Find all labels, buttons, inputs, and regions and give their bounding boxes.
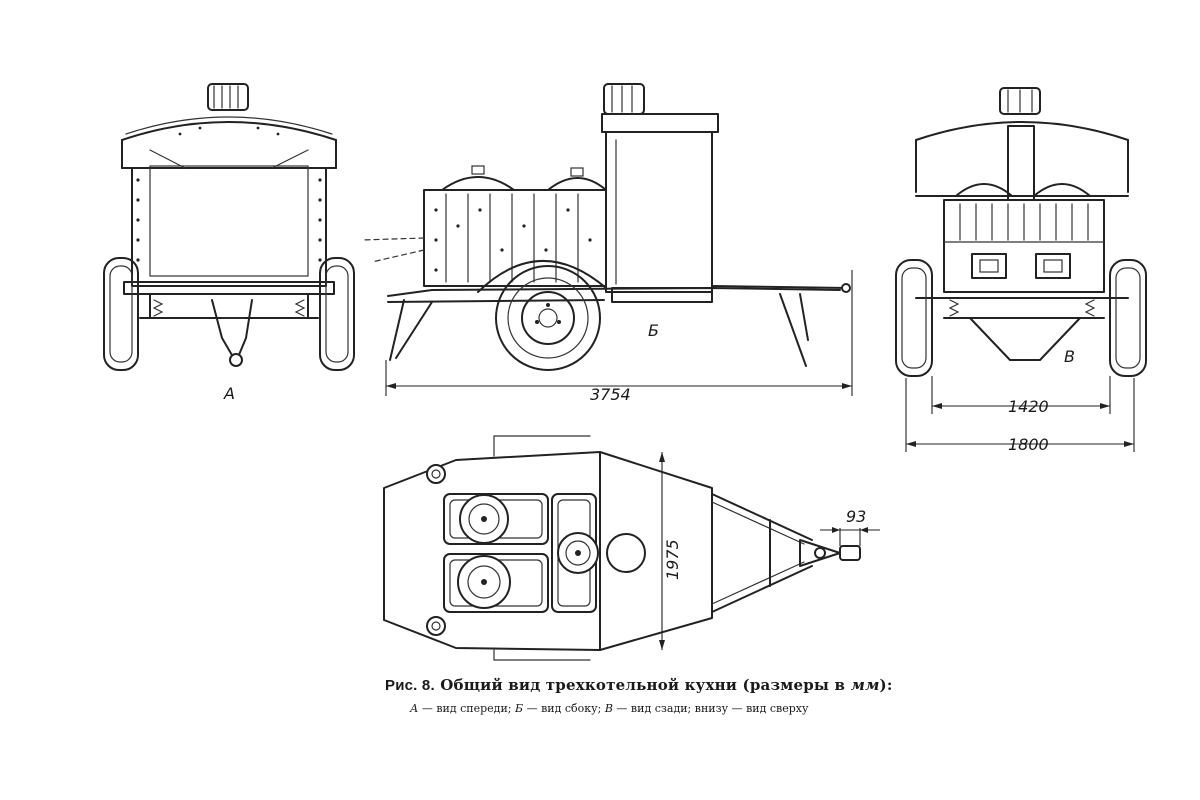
caption-title-text: Общий вид трехкотельной кухни (размеры в [440,676,846,694]
caption-title: Рис. 8. Общий вид трехкотельной кухни (р… [385,676,905,694]
overall-length-label: 3754 [590,385,631,404]
hitch-offset-label: 93 [846,507,866,526]
overall-width-label: 1800 [1008,435,1049,454]
track-width-label: 1420 [1008,397,1049,416]
caption-legend: А — вид спереди; Б — вид сбоку; В — вид … [410,702,905,715]
figure-number: Рис. 8. [385,677,435,694]
legend-text: — вид спереди; [418,702,515,715]
rear-view [895,87,1147,452]
legend-key: Б [515,702,524,715]
legend-text: — вид сзади; внизу — вид сверху [612,702,809,715]
side-view [361,83,853,396]
legend-text: — вид сбоку; [523,702,605,715]
legend-key: А [410,702,419,715]
figure-caption: Рис. 8. Общий вид трехкотельной кухни (р… [385,676,905,715]
top-view-width-label: 1975 [663,539,682,580]
rear-view-letter: В [1064,347,1075,366]
front-view-letter: А [223,384,235,403]
front-view [103,83,355,371]
legend-key: В [604,702,613,715]
caption-title-end: ): [879,676,893,694]
top-view [383,435,880,661]
caption-title-unit: мм [850,676,880,694]
side-view-letter: Б [648,321,659,340]
